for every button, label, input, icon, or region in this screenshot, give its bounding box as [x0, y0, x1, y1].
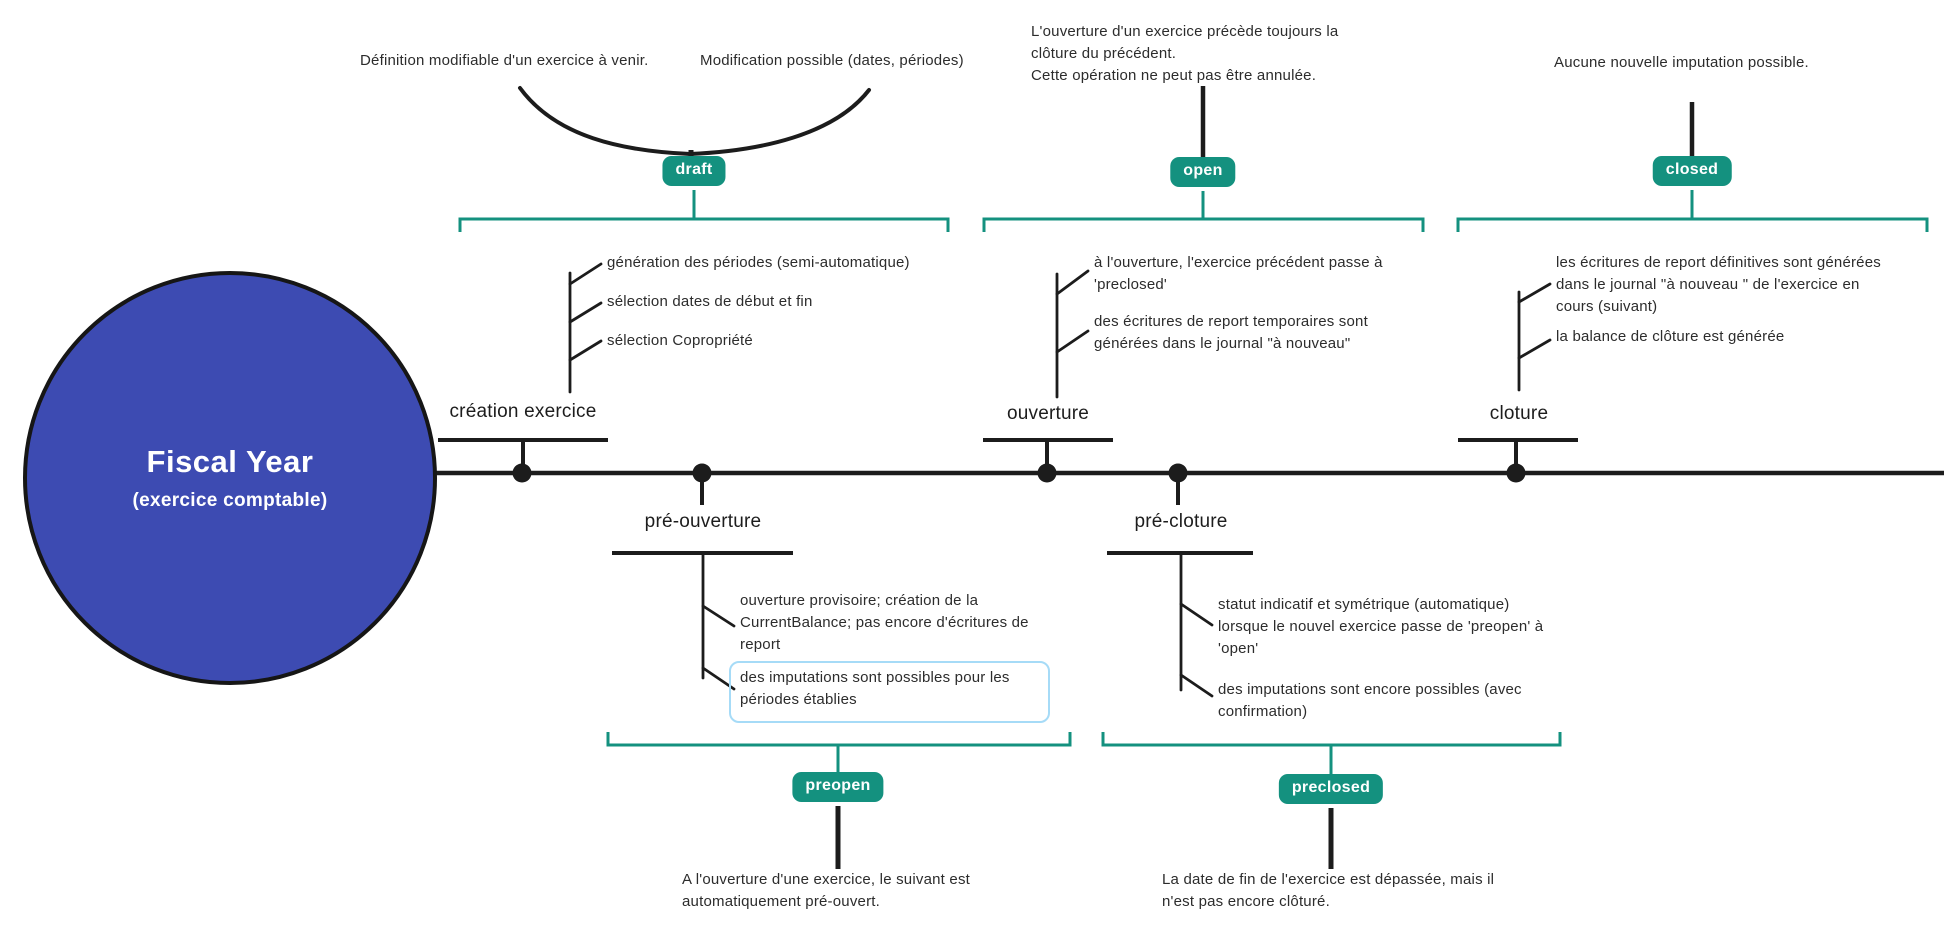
note-draft-modification: Modification possible (dates, périodes) [700, 52, 964, 69]
milestone-label-ouverture: ouverture [1006, 403, 1090, 424]
draft-brace [518, 86, 871, 157]
pre-cloture-dot [1168, 463, 1188, 483]
milestone-label-cloture: cloture [1489, 403, 1549, 424]
creation-annotation-tick [568, 262, 603, 286]
fiscal-year-subtitle: (exercice comptable) [132, 490, 328, 511]
ouverture-annotation-tick [1055, 269, 1090, 296]
cloture-dot [1506, 463, 1526, 483]
state-badge-closed: closed [1652, 156, 1732, 186]
creation-annotation-tick [568, 339, 603, 362]
annotation-ecritures-temporaires: des écritures de report temporaires sont… [1094, 313, 1368, 352]
note-closed: Aucune nouvelle imputation possible. [1554, 54, 1809, 71]
pre-ouverture-dot [692, 463, 712, 483]
annotation-ouverture-preclosed: à l'ouverture, l'exercice précédent pass… [1094, 254, 1383, 293]
annotation-selection-dates: sélection dates de début et fin [607, 293, 813, 310]
imputations-highlight-box [729, 661, 1050, 723]
note-draft-definition: Définition modifiable d'un exercice à ve… [360, 52, 649, 69]
pre-cloture-annotation-tick [1179, 602, 1214, 627]
state-badge-draft: draft [662, 156, 726, 186]
fiscal-year-title: Fiscal Year [146, 444, 314, 479]
fiscal-year-circle: Fiscal Year (exercice comptable) [23, 271, 437, 685]
preopen-bracket [606, 732, 1072, 747]
annotation-balance-cloture: la balance de clôture est générée [1556, 328, 1785, 345]
draft-bracket [458, 217, 950, 232]
note-preopen: A l'ouverture d'une exercice, le suivant… [682, 871, 971, 910]
open-bracket [982, 217, 1425, 232]
annotation-ecritures-definitives: les écritures de report définitives sont… [1556, 254, 1881, 315]
cloture-annotation-tick [1517, 282, 1552, 304]
closed-bracket [1456, 217, 1929, 232]
annotation-selection-copropriete: sélection Copropriété [607, 332, 753, 349]
milestone-label-pre-cloture: pré-cloture [1134, 511, 1228, 532]
annotation-ouverture-provisoire: ouverture provisoire; création de la Cur… [740, 592, 1029, 653]
pre-cloture-annotation-tick [1179, 673, 1214, 698]
preclosed-bracket [1101, 732, 1562, 747]
ouverture-dot [1037, 463, 1057, 483]
ouverture-annotation-tick [1055, 329, 1090, 354]
milestone-label-creation: création exercice [449, 401, 597, 422]
annotation-imputations-possibles: des imputations sont possibles pour les … [740, 669, 1010, 708]
note-preclosed: La date de fin de l'exercice est dépassé… [1162, 871, 1495, 910]
state-badge-preopen: preopen [792, 772, 884, 802]
state-badge-open: open [1170, 157, 1236, 187]
creation-annotation-tick [568, 301, 603, 324]
note-open: L'ouverture d'un exercice précède toujou… [1031, 23, 1339, 84]
annotation-imputations-encore-possibles: des imputations sont encore possibles (a… [1218, 681, 1522, 720]
cloture-annotation-tick [1517, 338, 1552, 360]
annotation-statut-indicatif: statut indicatif et symétrique (automati… [1218, 596, 1544, 657]
milestone-label-pre-ouverture: pré-ouverture [644, 511, 762, 532]
pre-ouverture-annotation-tick [701, 666, 736, 691]
pre-ouverture-annotation-tick [701, 604, 736, 628]
creation-dot [512, 463, 532, 483]
state-badge-preclosed: preclosed [1278, 774, 1384, 804]
annotation-generation-periodes: génération des périodes (semi-automatiqu… [607, 254, 910, 271]
